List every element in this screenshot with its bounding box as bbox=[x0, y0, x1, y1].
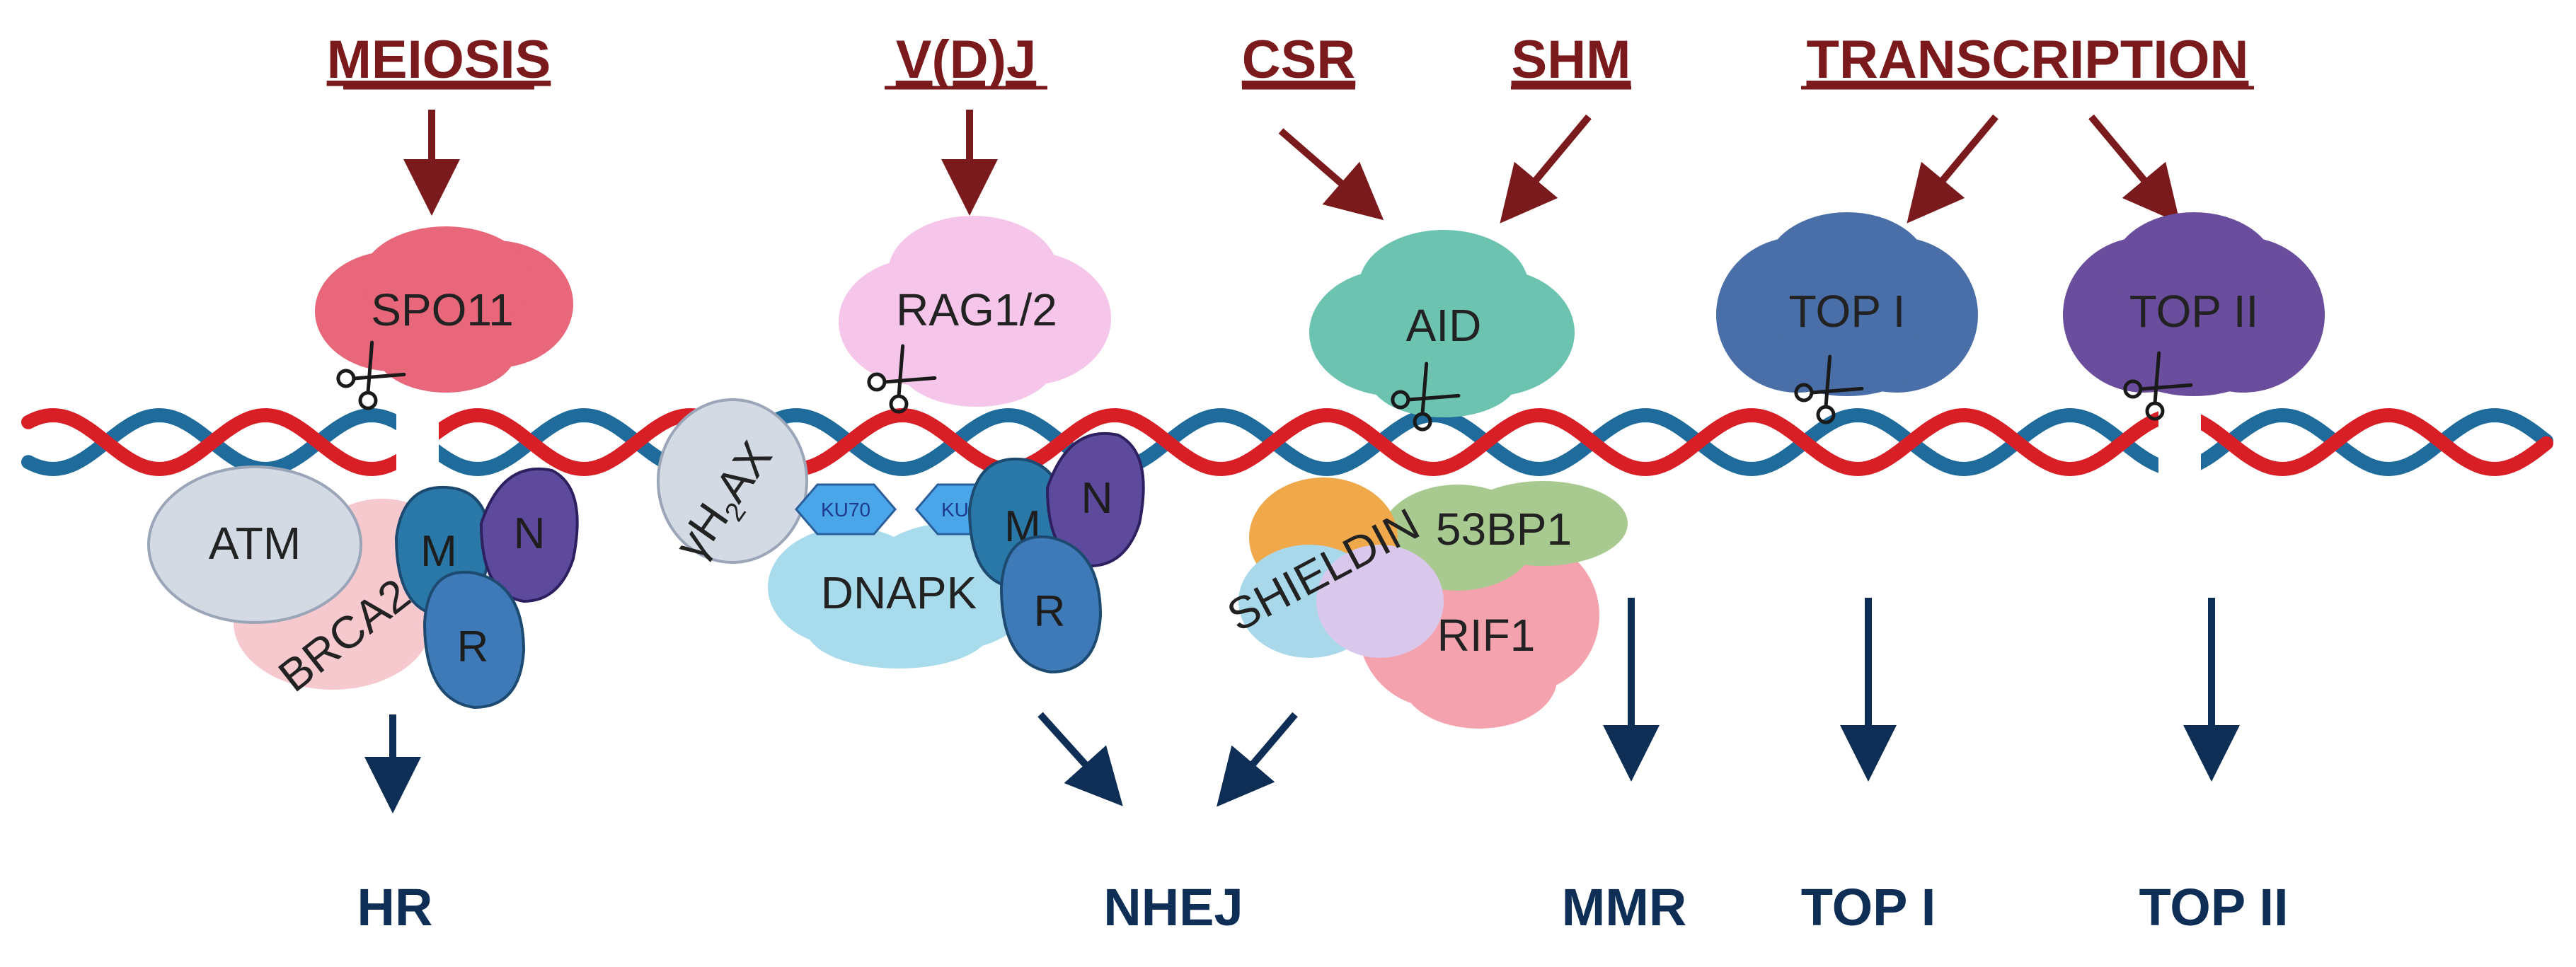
top1-label: TOP I bbox=[1789, 286, 1906, 337]
dsb-gap bbox=[396, 396, 439, 488]
aid-label: AID bbox=[1406, 300, 1482, 351]
dna-helix bbox=[21, 396, 2553, 488]
nhej-complex: γH2AX DNAPK KU70 KU80 M N R bbox=[657, 398, 1145, 674]
rag-protein: RAG1/2 bbox=[839, 216, 1111, 415]
top2-protein: TOP II bbox=[2063, 212, 2325, 422]
rif1-label: RIF1 bbox=[1437, 610, 1536, 661]
outcome-nhej: NHEJ bbox=[1103, 878, 1243, 937]
atm-protein bbox=[147, 465, 362, 624]
down-arrow-icon bbox=[1907, 114, 1999, 224]
mrn-n-label: N bbox=[514, 509, 546, 558]
down-arrow-icon bbox=[1217, 712, 1298, 807]
outcome-top1: TOP I bbox=[1801, 878, 1936, 937]
trigger-meiosis: MEIOSIS bbox=[327, 30, 551, 90]
down-arrow-icon bbox=[1037, 712, 1123, 806]
outcome-mmr: MMR bbox=[1562, 878, 1687, 937]
trigger-vdj: V(D)J bbox=[896, 30, 1036, 90]
trigger-arrows bbox=[403, 110, 2180, 224]
spo11-label: SPO11 bbox=[371, 284, 514, 335]
ku70-protein: KU70 bbox=[795, 483, 897, 535]
mrn-r: R bbox=[999, 535, 1103, 674]
top2-label: TOP II bbox=[2129, 286, 2259, 337]
trigger-csr: CSR bbox=[1242, 30, 1355, 90]
53bp1-label: 53BP1 bbox=[1436, 504, 1572, 555]
top1-protein: TOP I bbox=[1716, 212, 1978, 426]
outcome-hr: HR bbox=[357, 878, 433, 937]
shieldin-53bp1-complex: 53BP1 RIF1 SHIELDIN bbox=[1219, 477, 1628, 729]
down-arrow-icon bbox=[2088, 114, 2180, 224]
outcome-top2: TOP II bbox=[2139, 878, 2288, 937]
ku70-label: KU70 bbox=[821, 499, 870, 521]
spo11-protein: SPO11 bbox=[315, 226, 573, 412]
trigger-shm: SHM bbox=[1512, 30, 1631, 90]
mrn-r-label: R bbox=[457, 623, 489, 671]
mrn-n: N bbox=[479, 467, 579, 603]
gh2ax-protein: γH2AX bbox=[657, 398, 808, 569]
trigger-labels: MEIOSIS V(D)J CSR SHM TRANSCRIPTION bbox=[327, 30, 2254, 90]
atm-label: ATM bbox=[209, 518, 301, 569]
outcome-arrows bbox=[364, 598, 2240, 813]
down-arrow-icon bbox=[1500, 114, 1592, 224]
aid-protein: AID bbox=[1309, 230, 1575, 433]
dsb-gap bbox=[2158, 396, 2201, 488]
shieldin-protein bbox=[1238, 477, 1444, 658]
dnapk-protein bbox=[768, 523, 1037, 668]
mrn-r-label: R bbox=[1034, 587, 1066, 636]
mrn-n: N bbox=[1045, 432, 1145, 568]
outcome-labels: HR NHEJ MMR TOP I TOP II bbox=[357, 878, 2289, 937]
dnapk-label: DNAPK bbox=[821, 567, 977, 618]
down-arrow-icon bbox=[1278, 128, 1384, 221]
mrn-n-label: N bbox=[1081, 474, 1113, 523]
trigger-transcription: TRANSCRIPTION bbox=[1807, 30, 2249, 90]
dna-strand-red bbox=[21, 407, 2553, 477]
hr-complex: ATM BRCA2 M N R bbox=[147, 465, 579, 710]
mrn-r: R bbox=[422, 570, 526, 710]
mrn-m-label: M bbox=[420, 527, 457, 576]
rag-label: RAG1/2 bbox=[896, 284, 1057, 335]
